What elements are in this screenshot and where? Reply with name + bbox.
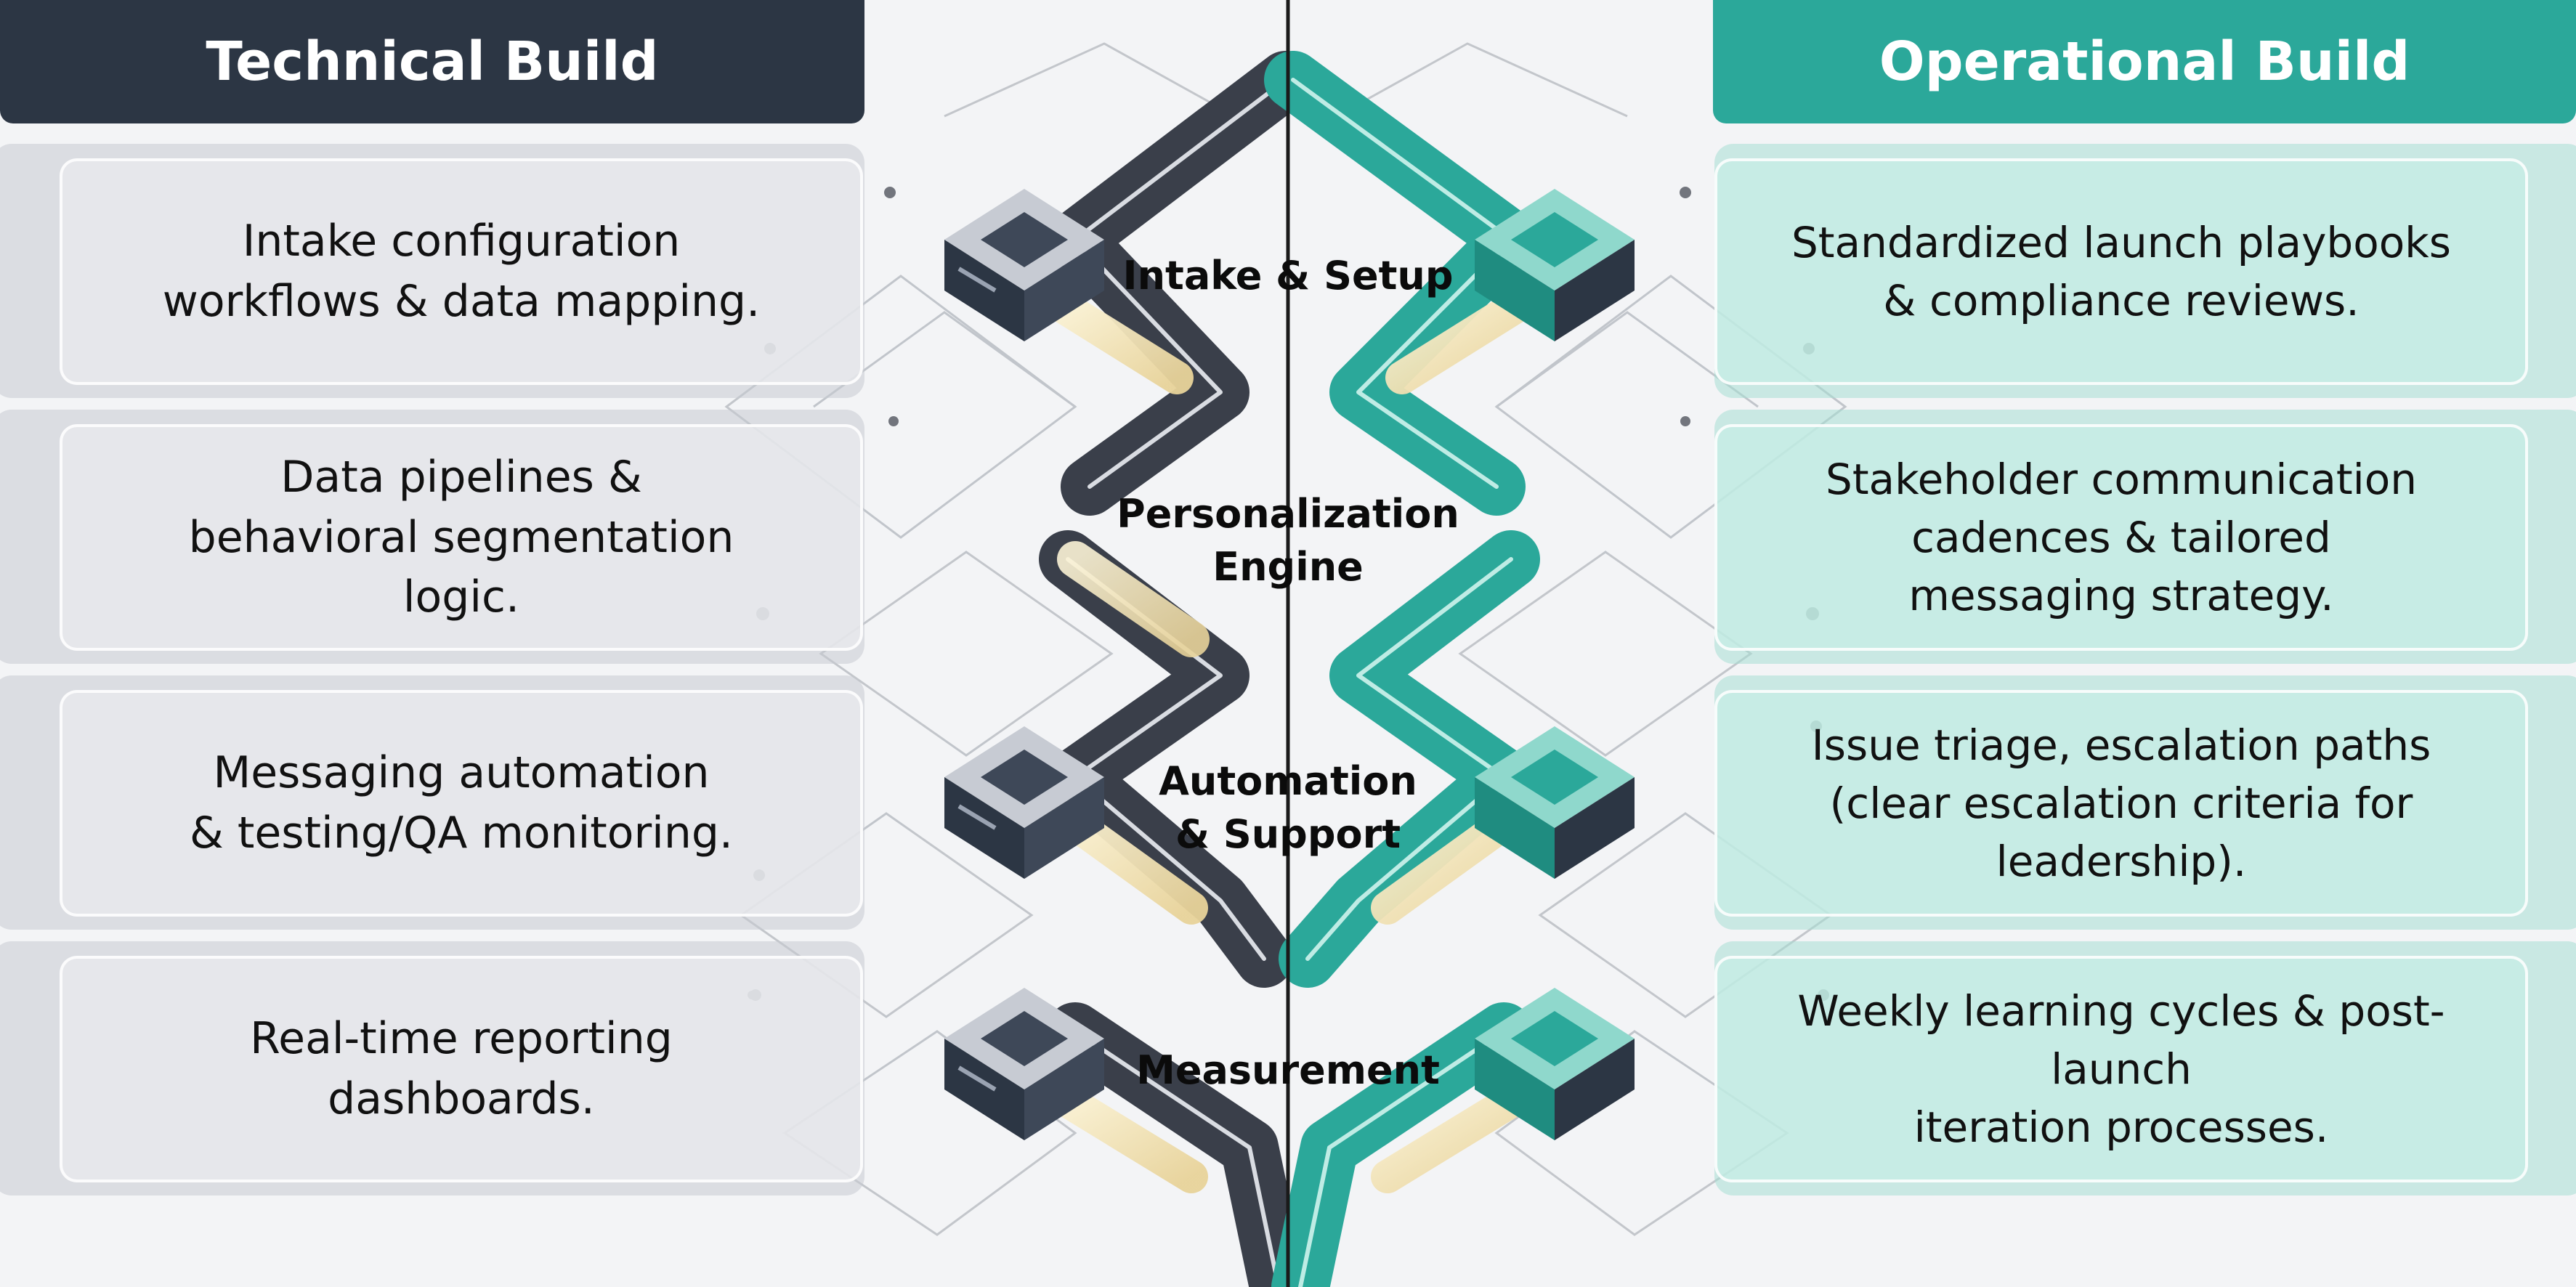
operational-card-measurement: Weekly learning cycles & post-launch ite… (1714, 956, 2528, 1182)
technical-card-personalization: Data pipelines & behavioral segmentation… (60, 424, 863, 651)
operational-card-text: Weekly learning cycles & post-launch ite… (1797, 986, 2445, 1153)
operational-card-text: Standardized launch playbooks & complian… (1791, 217, 2451, 325)
technical-card-measurement: Real-time reporting dashboards. (60, 956, 863, 1182)
operational-build-header: Operational Build (1713, 0, 2576, 123)
technical-card-text: Data pipelines & behavioral segmentation… (188, 451, 734, 623)
operational-card-automation: Issue triage, escalation paths (clear es… (1714, 690, 2528, 917)
technical-card-intake: Intake configuration workflows & data ma… (60, 158, 863, 385)
stage-label-measurement: Measurement (1136, 1047, 1440, 1093)
operational-card-personalization: Stakeholder communication cadences & tai… (1714, 424, 2528, 651)
stage-label-automation: Automation & Support (1159, 758, 1417, 857)
operational-card-intake: Standardized launch playbooks & complian… (1714, 158, 2528, 385)
technical-build-header: Technical Build (0, 0, 864, 123)
stage-label-personalization: Personalization Engine (1117, 491, 1459, 590)
technical-card-automation: Messaging automation & testing/QA monito… (60, 690, 863, 917)
operational-card-text: Issue triage, escalation paths (clear es… (1811, 720, 2431, 887)
operational-server-icons (1475, 189, 1635, 1140)
technical-card-text: Intake configuration workflows & data ma… (162, 216, 761, 327)
technical-card-text: Real-time reporting dashboards. (250, 1013, 673, 1124)
operational-card-text: Stakeholder communication cadences & tai… (1826, 454, 2417, 621)
stage-label-intake: Intake & Setup (1122, 253, 1454, 299)
technical-server-icons (944, 189, 1104, 1140)
technical-card-text: Messaging automation & testing/QA monito… (189, 747, 734, 858)
operational-path (1264, 51, 1540, 1287)
